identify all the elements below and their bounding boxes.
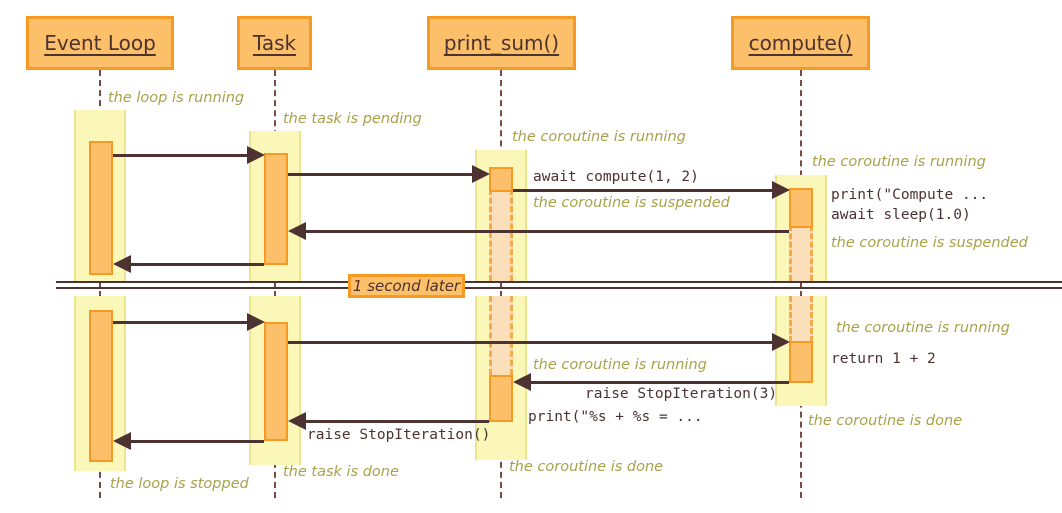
- lifeline-task: [274, 70, 276, 498]
- code-label-await-sleep: await sleep(1.0): [831, 207, 971, 223]
- note-task-done: the task is done: [283, 464, 399, 480]
- message-arrowhead-m3: [772, 181, 790, 199]
- message-line-m1: [113, 154, 257, 157]
- note-print-sum-done: the coroutine is done: [509, 459, 664, 475]
- message-arrowhead-m1: [247, 146, 265, 164]
- code-label-print-compute: print("Compute ...: [831, 187, 989, 203]
- activation-compute-top: [789, 188, 813, 228]
- message-arrowhead-m8: [513, 373, 531, 391]
- participant-print-sum[interactable]: print_sum(): [427, 16, 576, 70]
- divider-line-top: [56, 281, 1062, 283]
- participant-label-compute: compute(): [748, 31, 853, 55]
- message-arrowhead-m4: [288, 222, 306, 240]
- note-print-sum-running-2: the coroutine is running: [533, 357, 707, 373]
- activation-print-sum-bottom: [489, 375, 513, 422]
- participant-task[interactable]: Task: [237, 16, 312, 70]
- activation-print-sum-top: [489, 167, 513, 192]
- suspended-bar-print-sum-bottom: [489, 296, 513, 375]
- participant-compute[interactable]: compute(): [731, 16, 870, 70]
- participant-event-loop[interactable]: Event Loop: [26, 16, 174, 70]
- note-compute-done: the coroutine is done: [808, 413, 963, 429]
- message-line-m6: [113, 321, 257, 324]
- code-label-raise-stopiteration-3: raise StopIteration(3): [585, 386, 778, 402]
- lifeline-event-loop: [99, 70, 101, 498]
- note-compute-running-2: the coroutine is running: [836, 320, 1010, 336]
- note-print-sum-running-1: the coroutine is running: [512, 129, 686, 145]
- message-line-m2: [288, 173, 482, 176]
- activation-event-loop-top: [89, 141, 113, 275]
- code-label-await-compute: await compute(1, 2): [533, 169, 699, 185]
- message-line-m7: [288, 341, 782, 344]
- activation-task-bottom: [264, 322, 288, 441]
- message-arrowhead-m9: [288, 412, 306, 430]
- note-loop-running: the loop is running: [108, 90, 245, 106]
- note-task-pending: the task is pending: [283, 111, 422, 127]
- message-arrowhead-m2: [472, 165, 490, 183]
- divider-line-bottom: [56, 287, 1062, 289]
- message-line-m9: [294, 420, 489, 423]
- note-print-sum-suspended: the coroutine is suspended: [533, 195, 730, 211]
- message-line-m8: [519, 381, 789, 384]
- participant-label-event-loop: Event Loop: [44, 31, 156, 55]
- suspended-bar-compute-bottom: [789, 296, 813, 342]
- code-label-return-sum: return 1 + 2: [831, 351, 936, 367]
- note-loop-stopped: the loop is stopped: [110, 476, 249, 492]
- message-arrowhead-m5: [113, 255, 131, 273]
- message-arrowhead-m6: [247, 313, 265, 331]
- lifeline-compute: [800, 70, 802, 498]
- note-compute-running-1: the coroutine is running: [812, 154, 986, 170]
- divider-badge-1-second-later: 1 second later: [348, 274, 465, 298]
- message-line-m3: [513, 189, 782, 192]
- code-label-raise-stopiteration: raise StopIteration(): [307, 427, 491, 443]
- activation-task-top: [264, 153, 288, 265]
- activation-compute-bottom: [789, 341, 813, 383]
- lifeline-print-sum: [500, 70, 502, 498]
- note-compute-suspended: the coroutine is suspended: [831, 235, 1028, 251]
- participant-label-task: Task: [252, 31, 297, 55]
- participant-label-print-sum: print_sum(): [443, 31, 560, 55]
- activation-event-loop-bottom: [89, 310, 113, 462]
- message-line-m5: [119, 263, 264, 266]
- message-line-m10: [119, 440, 264, 443]
- suspended-bar-print-sum-top: [489, 189, 513, 281]
- message-line-m4: [294, 230, 789, 233]
- suspended-bar-compute-top: [789, 225, 813, 281]
- message-arrowhead-m10: [113, 432, 131, 450]
- code-label-print-sum-result: print("%s + %s = ...: [528, 409, 703, 425]
- message-arrowhead-m7: [772, 333, 790, 351]
